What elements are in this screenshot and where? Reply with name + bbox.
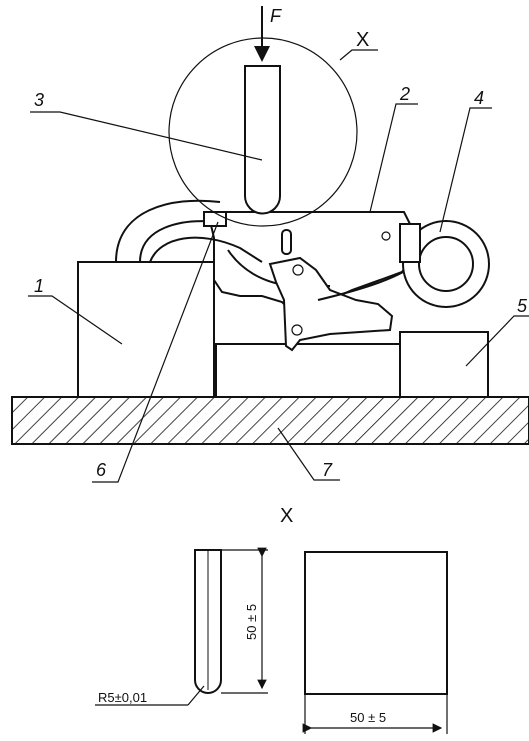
label-1: 1 [34, 276, 44, 296]
device-hook [115, 199, 221, 263]
radius-leader-diag [187, 685, 205, 706]
label-7: 7 [322, 460, 333, 480]
leader-5 [465, 315, 529, 367]
label-6: 6 [96, 460, 107, 480]
leader-x [339, 49, 378, 61]
device-hook-inner [139, 220, 219, 263]
label-3: 3 [34, 90, 44, 110]
leader-2 [369, 103, 418, 213]
leader-6 [92, 221, 219, 483]
lever-hole-1 [292, 264, 304, 276]
label-5: 5 [517, 296, 528, 316]
test-rod [244, 65, 281, 215]
base-plate [11, 396, 529, 445]
force-label: F [270, 6, 282, 26]
detail-square [304, 551, 448, 695]
body-hole [381, 231, 391, 241]
ring-inner [418, 236, 474, 292]
leader-4 [439, 107, 492, 233]
label-4: 4 [474, 88, 484, 108]
middle-support [215, 343, 401, 398]
height-dim-label: 50 ± 5 [244, 604, 259, 640]
radius-dim-label: R5±0,01 [98, 690, 147, 705]
ring-joint [399, 223, 421, 263]
label-detail-x: X [356, 29, 369, 51]
device-pin [281, 229, 292, 255]
leader-1 [28, 295, 123, 345]
leader-3 [30, 111, 263, 161]
support-block-right [399, 331, 489, 398]
support-block-left [77, 261, 215, 398]
leader-7 [277, 427, 340, 481]
lever-hole-2 [291, 324, 303, 336]
detail-piece-6 [203, 211, 227, 227]
detail-title: X [280, 505, 293, 527]
label-2: 2 [399, 84, 410, 104]
device-latch-curve [149, 236, 263, 263]
width-dim-label: 50 ± 5 [350, 710, 386, 725]
